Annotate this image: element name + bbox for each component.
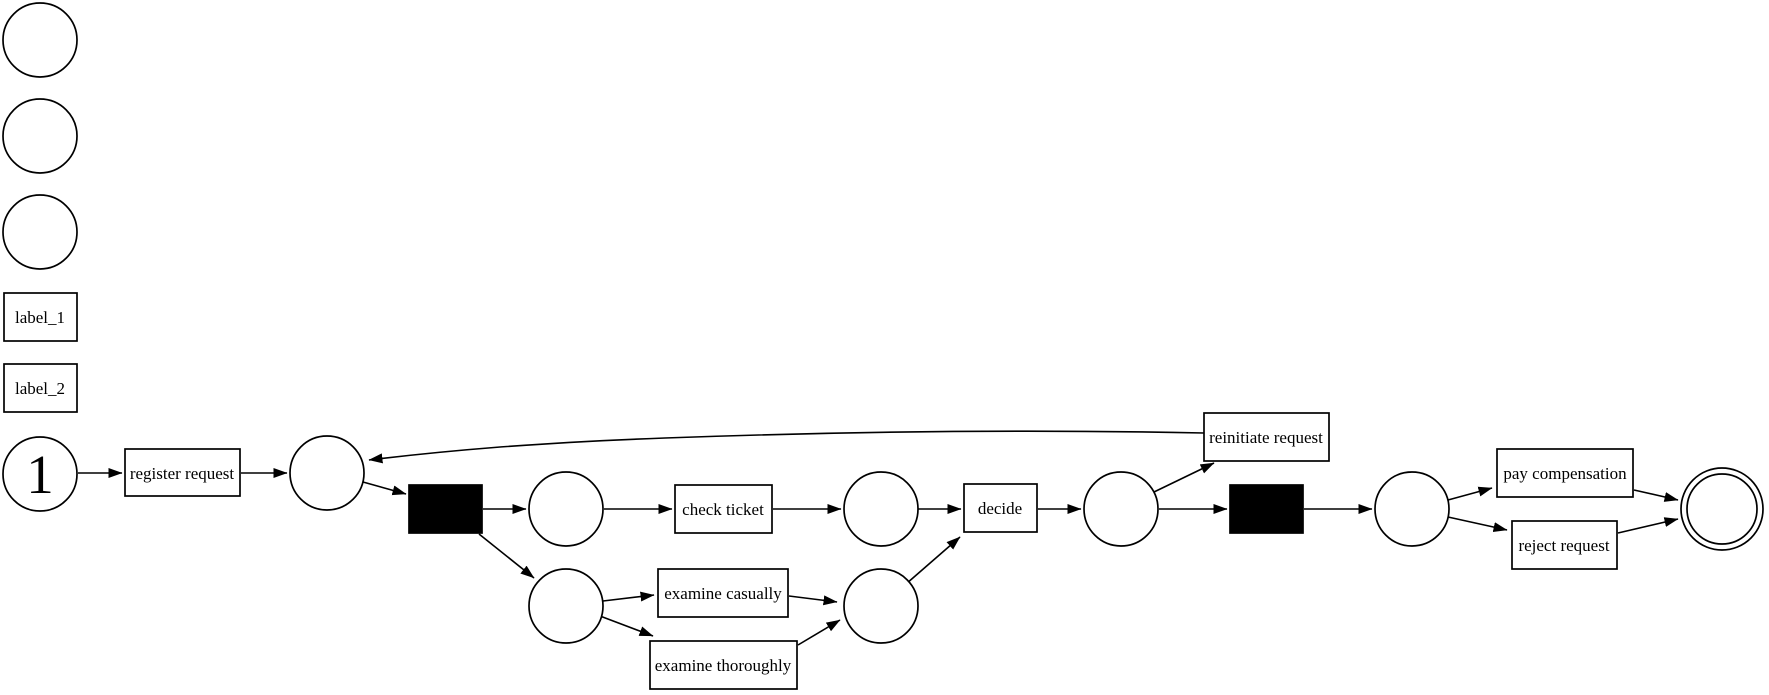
- transition-reinitiate-request-box: [1203, 412, 1330, 462]
- place-p5: [843, 568, 919, 644]
- place-p7: [1374, 471, 1450, 547]
- silent-transition-split: [408, 484, 483, 534]
- transition-check-ticket-box: [674, 484, 773, 534]
- legend-transition-label-2: label_2: [3, 363, 78, 413]
- initial-marking-count: 1: [26, 444, 54, 505]
- arc-p7-to-pay-compensation: [1447, 486, 1493, 501]
- arc-reject-request-to-end: [1617, 517, 1679, 534]
- transition-register-request: register request: [124, 448, 241, 497]
- place-p1: [289, 435, 365, 511]
- legend-transition-label-1-box: [3, 292, 78, 342]
- transition-examine-casually-label: examine casually: [664, 584, 782, 603]
- arc-p1-to-silent-split: [362, 481, 407, 496]
- arc-silent-split-to-p3: [478, 533, 535, 579]
- transition-pay-compensation-box: [1496, 448, 1634, 498]
- transition-reject-request: reject request: [1511, 520, 1618, 570]
- transition-examine-casually: examine casually: [657, 568, 789, 618]
- legend-place-circle-2: [2, 98, 78, 174]
- transition-check-ticket-label: check ticket: [682, 500, 764, 519]
- silent-transition-join: [1229, 484, 1304, 534]
- transition-reject-request-box: [1511, 520, 1618, 570]
- legend-transition-label-2-text: label_2: [15, 379, 65, 398]
- legend-place-circle-1: [2, 2, 78, 78]
- place-end-inner-circle: [1686, 473, 1758, 545]
- transition-reject-request-label: reject request: [1518, 536, 1609, 555]
- place-start-circle: [2, 436, 78, 512]
- transition-pay-compensation-label: pay compensation: [1503, 464, 1627, 483]
- transition-examine-thoroughly-box: [649, 640, 798, 690]
- arc-reinitiate-request-to-p1: [368, 430, 1205, 464]
- transition-decide-box: [963, 483, 1038, 533]
- transition-reinitiate-request: reinitiate request: [1203, 412, 1330, 462]
- legend-transition-label-1-text: label_1: [15, 308, 65, 327]
- legend-place-circle-3: [2, 194, 78, 270]
- place-end: [1680, 467, 1764, 551]
- transition-examine-thoroughly-label: examine thoroughly: [655, 656, 792, 675]
- transition-examine-casually-box: [657, 568, 789, 618]
- transition-register-request-box: [124, 448, 241, 497]
- place-p4: [843, 471, 919, 547]
- transition-decide: decide: [963, 483, 1038, 533]
- legend-transition-label-2-box: [3, 363, 78, 413]
- transition-decide-label: decide: [978, 499, 1022, 518]
- place-p2: [528, 471, 604, 547]
- arc-examine-thoroughly-to-p5: [797, 619, 841, 646]
- arc-p7-to-reject-request: [1447, 516, 1508, 532]
- transition-check-ticket: check ticket: [674, 484, 773, 534]
- place-start: 1: [2, 436, 78, 512]
- transition-register-request-label: register request: [130, 464, 235, 483]
- place-p3: [528, 568, 604, 644]
- arc-p3-to-examine-casually: [602, 591, 655, 602]
- arc-p5-to-decide: [905, 536, 961, 585]
- transition-pay-compensation: pay compensation: [1496, 448, 1634, 498]
- transition-reinitiate-request-label: reinitiate request: [1209, 428, 1323, 447]
- arc-examine-casually-to-p5: [788, 595, 838, 606]
- arc-p3-to-examine-thoroughly: [599, 615, 654, 637]
- transition-examine-thoroughly: examine thoroughly: [649, 640, 798, 690]
- arc-p6-to-reinitiate-request: [1153, 462, 1215, 493]
- legend-transition-label-1: label_1: [3, 292, 78, 342]
- place-p6: [1083, 471, 1159, 547]
- arc-pay-compensation-to-end: [1633, 489, 1679, 502]
